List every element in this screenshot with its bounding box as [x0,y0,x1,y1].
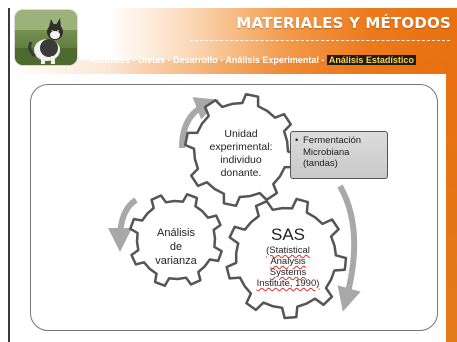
callout-text: Fermentación [303,135,362,146]
title-dashed-rule [190,40,450,41]
gear-analisis-varianza-icon [129,193,223,287]
breadcrumb-item-analisis-estadistico[interactable]: Análisis Estadístico [326,55,416,65]
cycle-arrow-right-icon [337,184,361,312]
gear-text-line: (Statistical [266,245,310,256]
breadcrumb-separator: - [167,55,171,65]
gear-analisis-varianza-label: Análisis de varianza [136,226,216,268]
gear-unidad-experimental-icon [183,92,299,208]
gear-text-line: de [169,241,183,253]
gear-text-line: individuo [220,154,262,166]
gear-text-line: Unidad [224,128,258,140]
header-photo [15,10,77,65]
callout-fermentacion: • Fermentación Microbiana (tandas) [290,131,388,179]
gear-text-line: donante. [220,167,262,179]
cycle-arrow-top-icon [179,97,220,149]
left-border [8,8,10,342]
gear-sas-title: SAS [270,225,306,244]
gear-text-line: experimental: [209,141,273,153]
breadcrumb: Animales - Dietas - Desarrollo - Análisi… [90,55,416,67]
breadcrumb-item-animales[interactable]: Animales [90,55,131,65]
gear-text-line: varianza [155,255,197,267]
callout-line: (tandas) [295,158,383,170]
cycle-arrow-left-icon [108,197,138,252]
callout-text: Microbiana [303,146,350,158]
gear-text-line: Systems [269,267,307,278]
breadcrumb-item-desarrollo[interactable]: Desarrollo [173,55,218,65]
breadcrumb-separator: - [132,55,136,65]
callout-line: • Fermentación [295,135,383,147]
callout-line: Microbiana [295,147,383,159]
right-accent-bar [446,74,457,342]
breadcrumb-item-analisis-experimental[interactable]: Análisis Experimental [225,55,319,65]
gear-text-line: Institute, 1990) [256,278,320,289]
breadcrumb-item-dietas[interactable]: Dietas [138,55,166,65]
gear-unidad-experimental-label: Unidad experimental: individuo donante. [196,128,286,180]
breadcrumb-separator: - [220,55,224,65]
callout-text: (tandas) [303,158,338,169]
page-title: MATERIALES Y MÉTODOS [236,14,451,32]
cat-photo-icon [15,10,77,65]
bullet-icon: • [295,135,299,146]
gear-text-line: Analysis [270,256,306,267]
breadcrumb-separator: - [321,55,325,65]
gear-sas-icon [225,197,348,320]
gear-sas-label: SAS (Statistical Analysis Systems Instit… [238,225,338,289]
gear-text-line: Análisis [157,227,195,239]
